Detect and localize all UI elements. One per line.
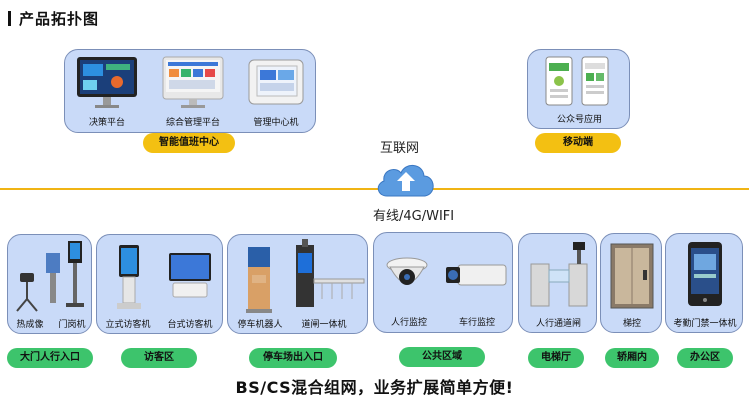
zone-parking-panel: 停车机器人 道闸一体机 — [227, 234, 368, 334]
management-terminal-label: 管理中心机 — [253, 118, 299, 128]
decision-platform-label: 决策平台 — [88, 118, 125, 128]
management-platform-label: 综合管理平台 — [165, 118, 220, 128]
page-title: 产品拓扑图 — [8, 8, 99, 29]
management-platform-monitor-icon — [162, 56, 224, 108]
zone-visitor-badge: 访客区 — [121, 348, 197, 368]
duty-center-panel: 决策平台 综合管理平台 管理中心机 — [64, 49, 316, 133]
standing-visitor-kiosk-icon — [117, 245, 141, 309]
management-terminal-icon — [248, 59, 304, 105]
desktop-visitor-label: 台式访客机 — [167, 320, 213, 330]
parking-robot-label: 停车机器人 — [237, 320, 283, 330]
zone-elevator-hall-panel: 人行通道闸 — [518, 233, 597, 333]
title-text: 产品拓扑图 — [19, 10, 100, 28]
zone-office-panel: 考勤门禁一体机 — [665, 233, 743, 333]
dome-camera-icon — [386, 257, 428, 285]
thermal-imaging-label: 热成像 — [16, 320, 44, 330]
mobile-badge: 移动端 — [535, 133, 621, 153]
standing-visitor-label: 立式访客机 — [105, 320, 151, 330]
zone-elevator-car-panel: 梯控 — [600, 233, 662, 333]
elevator-control-label: 梯控 — [622, 319, 641, 329]
internet-label: 互联网 — [380, 141, 420, 156]
zone-gate-badge: 大门人行入口 — [7, 348, 93, 368]
duty-center-badge: 智能值班中心 — [143, 133, 235, 153]
network-link-label: 有线/4G/WIFI — [373, 209, 455, 224]
zone-public-panel: 人行监控 车行监控 — [373, 232, 513, 333]
zone-office-badge: 办公区 — [677, 348, 733, 368]
title-bar-icon — [8, 11, 11, 26]
footer-slogan: BS/CS混合组网，业务扩展简单方便! — [235, 378, 514, 397]
mobile-phones-icon — [545, 56, 609, 106]
thermal-camera-icon — [16, 273, 38, 312]
divider-line — [0, 188, 749, 190]
barrier-gate-label: 道闸一体机 — [301, 320, 347, 330]
zone-gate-panel: 热成像 门岗机 — [7, 234, 92, 334]
zone-parking-badge: 停车场出入口 — [249, 348, 337, 368]
gate-terminal-label: 门岗机 — [58, 320, 86, 330]
turnstile-gate-icon — [530, 242, 588, 307]
zone-public-badge: 公共区域 — [399, 347, 485, 367]
wechat-app-label: 公众号应用 — [556, 115, 602, 125]
pedestrian-gate-label: 人行通道闸 — [535, 319, 581, 329]
decision-platform-monitor-icon — [77, 57, 137, 108]
cloud-icon — [377, 165, 434, 197]
bullet-camera-icon — [446, 264, 507, 286]
vehicle-monitor-label: 车行监控 — [458, 318, 495, 328]
mobile-panel: 公众号应用 — [527, 49, 630, 129]
desktop-visitor-terminal-icon — [169, 253, 211, 298]
parking-robot-icon — [246, 247, 272, 313]
zone-visitor-panel: 立式访客机 台式访客机 — [96, 234, 223, 334]
zone-elevator-hall-badge: 电梯厅 — [528, 348, 584, 368]
attendance-terminal-label: 考勤门禁一体机 — [673, 319, 737, 329]
gate-terminal-icon — [46, 241, 84, 307]
zone-elevator-car-badge: 轿厢内 — [605, 348, 659, 368]
elevator-control-icon — [610, 243, 654, 309]
barrier-gate-icon — [296, 239, 365, 307]
attendance-terminal-icon — [688, 242, 722, 306]
pedestrian-monitor-label: 人行监控 — [390, 318, 427, 328]
